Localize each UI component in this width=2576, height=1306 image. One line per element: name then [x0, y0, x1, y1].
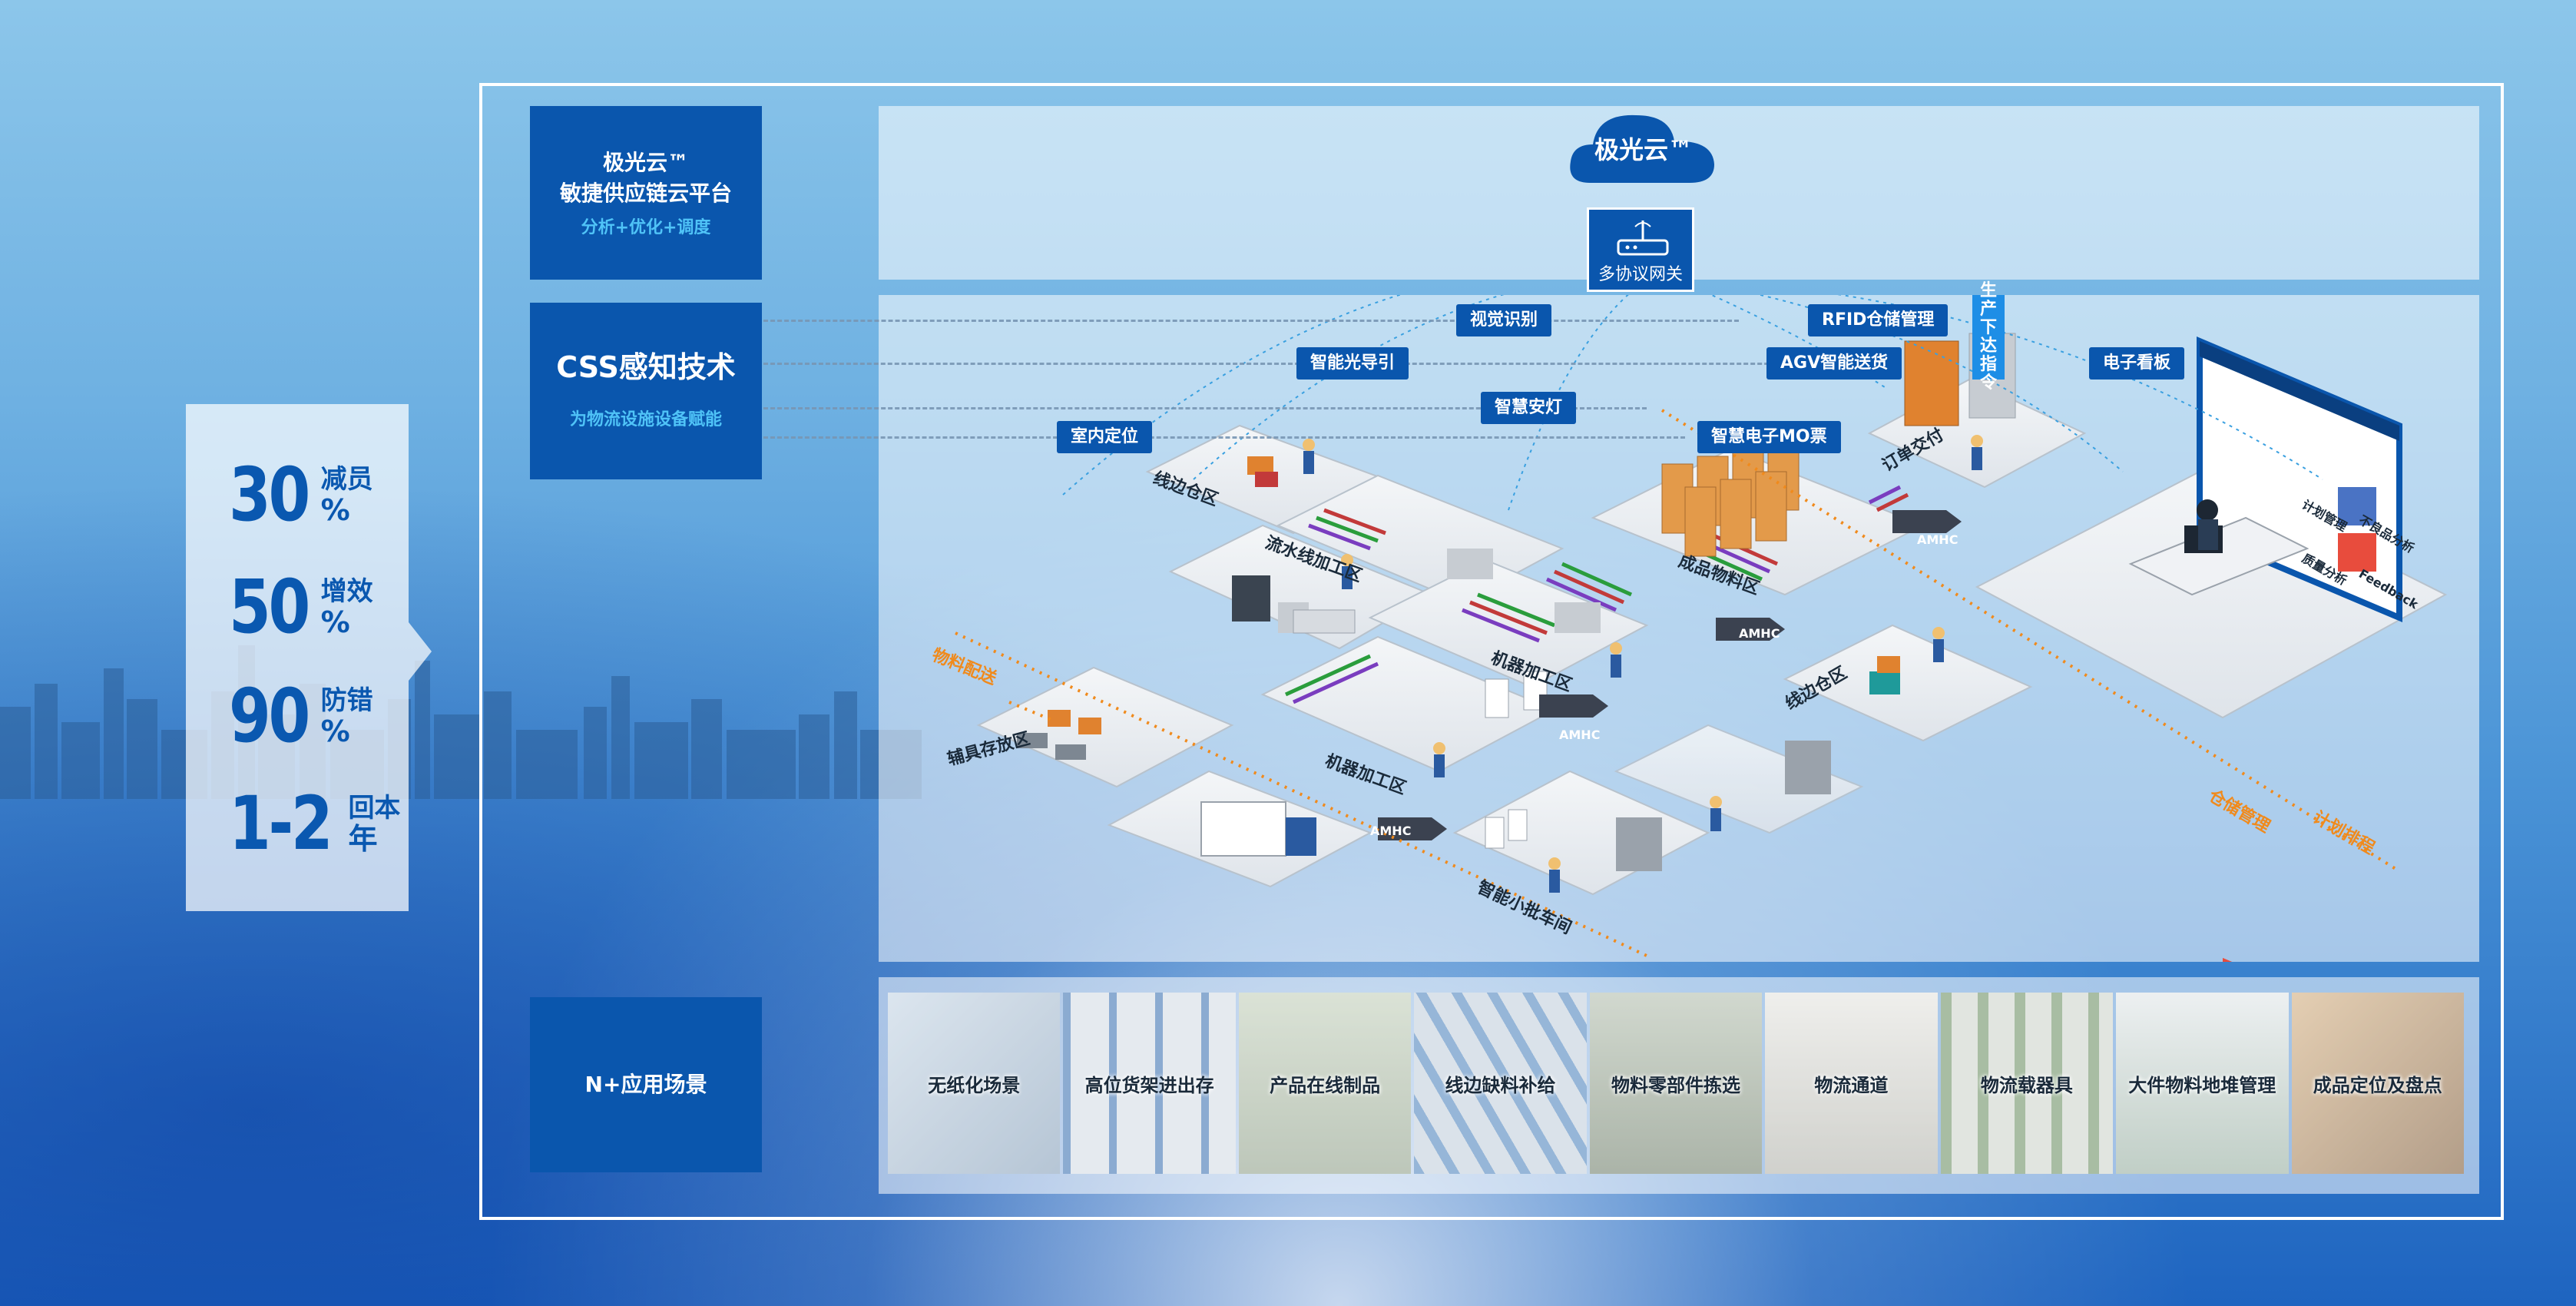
- css-title: CSS感知技术: [556, 350, 736, 384]
- scene-label: 成品定位及盘点: [2313, 1074, 2442, 1096]
- stats-panel-pointer: [409, 622, 432, 681]
- platform-line-side-right: [1783, 624, 2033, 742]
- napp-box: N+应用场景: [530, 997, 762, 1172]
- dashed-link-row-3: [763, 407, 1647, 409]
- tag-production-command: 生产下达指令: [1972, 282, 2005, 393]
- stat-value: 1-2: [229, 781, 333, 867]
- platform-name: 极光云™: [602, 150, 689, 175]
- dashboard-desk: [2128, 499, 2309, 596]
- carts-and-boxes: [1017, 456, 1900, 857]
- scene-label: 产品在线制品: [1270, 1074, 1381, 1096]
- stat-efficiency: 50 增效%: [229, 564, 373, 650]
- cloud-label: 极光云™: [1594, 135, 1693, 164]
- tag-safety-light: 智慧安灯: [1481, 392, 1577, 424]
- scene-tile[interactable]: 物流载器具: [1940, 993, 2114, 1174]
- stat-label: 防错: [320, 685, 373, 716]
- factory-scene: [955, 295, 2448, 962]
- tag-vision: 视觉识别: [1456, 304, 1552, 336]
- scene-label: 物流通道: [1814, 1074, 1889, 1096]
- stat-unit: %: [320, 605, 350, 639]
- scene-tile[interactable]: 无纸化场景: [888, 993, 1061, 1174]
- signal-arcs: [1062, 295, 2323, 511]
- stat-error-prevention: 90 防错%: [229, 673, 373, 759]
- stat-label: 增效: [320, 576, 373, 607]
- tag-indoor-positioning: 室内定位: [1057, 421, 1153, 453]
- css-box: CSS感知技术 为物流设施设备赋能: [530, 303, 762, 479]
- stat-unit: 年: [348, 822, 378, 856]
- platform-subtitle: 敏捷供应链云平台: [559, 181, 732, 206]
- router-icon: [1617, 220, 1669, 256]
- scene-label: 无纸化场景: [928, 1074, 1021, 1096]
- scene-tile[interactable]: 线边缺料补给: [1414, 993, 1587, 1174]
- scene-tile[interactable]: 产品在线制品: [1238, 993, 1412, 1174]
- scene-tile[interactable]: 高位货架进出存: [1063, 993, 1236, 1174]
- outer-frame: [479, 83, 2504, 1220]
- scene-tile[interactable]: 大件物料地堆管理: [2116, 993, 2289, 1174]
- stats-panel: [186, 404, 409, 911]
- tag-rfid: RFID仓储管理: [1808, 304, 1949, 336]
- stat-value: 90: [229, 673, 310, 759]
- gateway-label: 多协议网关: [1598, 265, 1683, 284]
- platform-dashboard: [1975, 470, 2448, 719]
- stat-payback: 1-2 回本年: [229, 781, 400, 867]
- platform-functions: 分析+优化+调度: [581, 218, 711, 237]
- scene-label: 物流载器具: [1980, 1074, 2073, 1096]
- platform-box: 极光云™ 敏捷供应链云平台 分析+优化+调度: [530, 106, 762, 280]
- stat-value: 30: [229, 452, 310, 538]
- css-subtitle: 为物流设施设备赋能: [569, 410, 722, 429]
- cloud-icon: [1570, 114, 1714, 183]
- napp-title: N+应用场景: [584, 1072, 707, 1097]
- scene-tile[interactable]: 物料零部件拣选: [1589, 993, 1763, 1174]
- scene-label: 高位货架进出存: [1084, 1074, 1214, 1096]
- stat-unit: %: [320, 493, 350, 527]
- amhc-markers: [1378, 510, 1962, 840]
- stat-staff-reduction: 30 减员%: [229, 452, 373, 538]
- gateway-node: 多协议网关: [1587, 207, 1694, 292]
- tag-mo-ticket: 智慧电子MO票: [1697, 421, 1841, 453]
- tag-agv: AGV智能送货: [1766, 347, 1902, 380]
- flow-lines: [955, 409, 2401, 957]
- tag-ekanban: 电子看板: [2089, 347, 2185, 380]
- scene-thumbnails: 无纸化场景 高位货架进出存 产品在线制品 线边缺料补给 物料零部件拣选 物流通道…: [888, 993, 2464, 1174]
- stat-label: 减员: [320, 464, 373, 495]
- platform-tooling: [976, 666, 1234, 788]
- scene-tile[interactable]: 物流通道: [1765, 993, 1938, 1174]
- dashed-link-row-4: [763, 436, 1685, 439]
- stat-value: 50: [229, 564, 310, 650]
- machines: [1232, 549, 1831, 871]
- scene-tile[interactable]: 成品定位及盘点: [2291, 993, 2464, 1174]
- scene-label: 物料零部件拣选: [1611, 1074, 1740, 1096]
- workers: [1272, 435, 1983, 893]
- dashed-link-row-1: [763, 320, 1739, 322]
- scene-label: 线边缺料补给: [1445, 1074, 1556, 1096]
- tag-light-guide: 智能光导引: [1296, 347, 1409, 380]
- scene-label: 大件物料地堆管理: [2128, 1074, 2276, 1096]
- stat-label: 回本: [348, 793, 401, 824]
- stat-unit: %: [320, 714, 350, 748]
